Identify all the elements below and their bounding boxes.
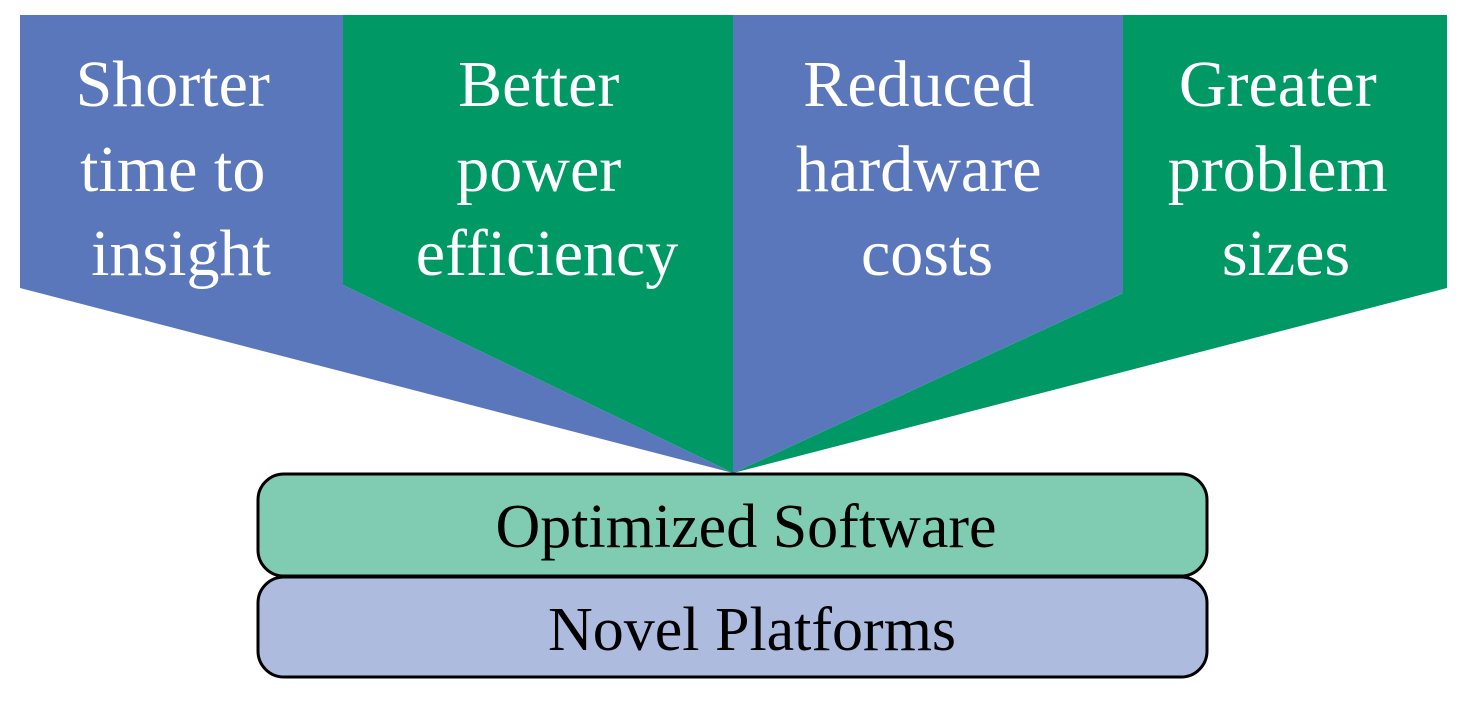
benefit-line: power bbox=[456, 133, 621, 206]
benefit-line: insight bbox=[91, 217, 271, 290]
benefit-text-shorter-time: Shorter time to insight bbox=[76, 48, 287, 290]
benefit-shape-better-power bbox=[343, 15, 733, 473]
benefit-shape-greater-problem bbox=[733, 15, 1447, 473]
benefit-line: efficiency bbox=[416, 217, 679, 290]
benefit-text-reduced-hardware: Reduced hardware costs bbox=[796, 48, 1058, 290]
layer-label-novel-platforms: Novel Platforms bbox=[548, 596, 956, 664]
benefit-shape-shorter-time bbox=[20, 15, 733, 473]
layer-box-top bbox=[256, 472, 1209, 578]
benefit-line: sizes bbox=[1222, 217, 1350, 290]
benefit-line: problem bbox=[1168, 133, 1388, 206]
benefit-line: Reduced bbox=[803, 48, 1034, 121]
benefit-line: Greater bbox=[1179, 48, 1377, 121]
benefit-shape-reduced-hardware bbox=[733, 15, 1123, 473]
benefit-line: time to bbox=[80, 133, 265, 206]
benefit-text-better-power: Better power efficiency bbox=[416, 48, 679, 290]
benefit-line: hardware bbox=[796, 133, 1042, 206]
layer-label-optimized-software: Optimized Software bbox=[495, 493, 996, 561]
benefit-line: Better bbox=[458, 48, 619, 121]
benefit-text-greater-problem: Greater problem sizes bbox=[1168, 48, 1404, 290]
benefit-line: costs bbox=[861, 217, 993, 290]
benefit-line: Shorter bbox=[76, 48, 270, 121]
